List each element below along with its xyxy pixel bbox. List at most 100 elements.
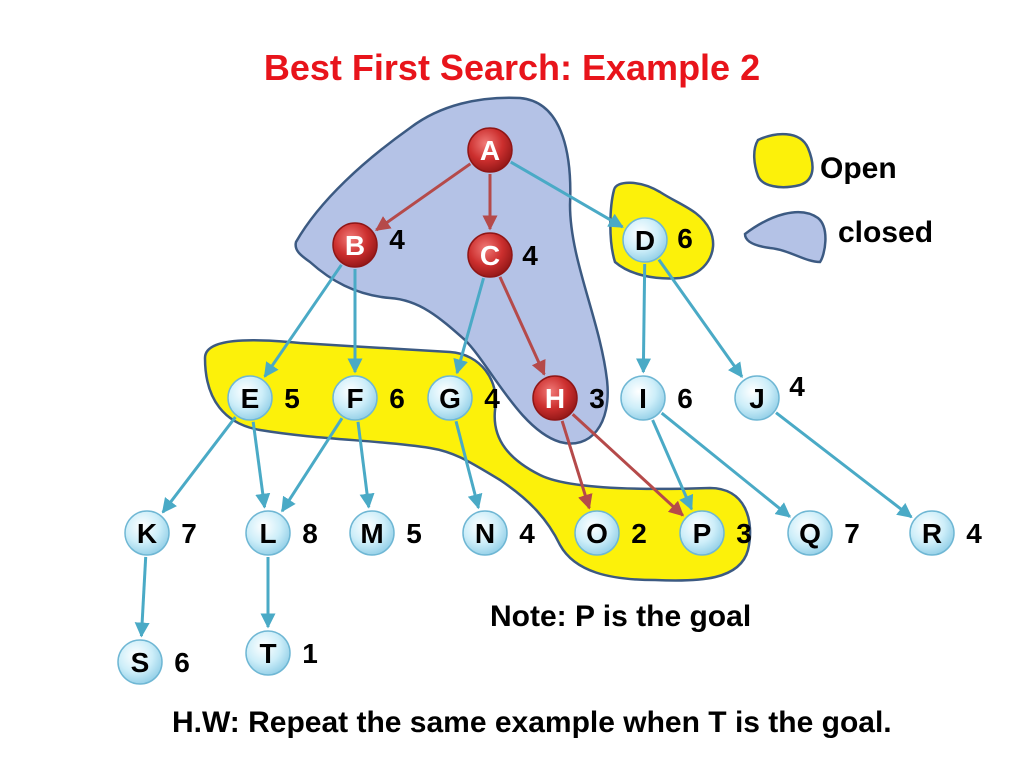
edge-d-j xyxy=(657,258,744,379)
node-label-s: S xyxy=(131,647,150,678)
node-h-value-k: 7 xyxy=(181,518,197,549)
node-label-h: H xyxy=(545,383,565,414)
homework-note: H.W: Repeat the same example when T is t… xyxy=(172,706,892,739)
node-h-value-m: 5 xyxy=(406,518,422,549)
edge-j-r xyxy=(775,411,913,519)
legend-closed-label: closed xyxy=(838,216,933,249)
node-label-r: R xyxy=(922,518,942,549)
goal-note: Note: P is the goal xyxy=(490,600,751,633)
node-h-value-e: 5 xyxy=(284,383,300,414)
node-label-m: M xyxy=(360,518,383,549)
node-label-g: G xyxy=(439,383,461,414)
node-circle-e xyxy=(227,375,273,421)
node-circle-h xyxy=(532,375,578,421)
node-label-n: N xyxy=(475,518,495,549)
edge-i-p xyxy=(651,419,694,511)
legend-open-label: Open xyxy=(820,152,897,185)
node-h-value-s: 6 xyxy=(174,647,190,678)
node-h-value-g: 4 xyxy=(484,383,500,414)
node-label-t: T xyxy=(259,638,276,669)
node-h-value-n: 4 xyxy=(519,518,535,549)
edge-e-l xyxy=(251,421,271,509)
edge-a-b xyxy=(375,162,472,232)
edge-b-e xyxy=(263,263,343,378)
node-h-value-f: 6 xyxy=(389,383,405,414)
node-h-value-b: 4 xyxy=(389,224,405,255)
node-circle-q xyxy=(787,510,833,556)
legend-closed-swatch xyxy=(743,210,827,264)
edge-e-k xyxy=(161,416,237,514)
node-circle-g xyxy=(427,375,473,421)
node-label-o: O xyxy=(586,518,608,549)
node-circle-t xyxy=(245,630,291,676)
edge-h-p xyxy=(571,413,684,517)
node-h-value-i: 6 xyxy=(677,383,693,414)
node-h-value-o: 2 xyxy=(631,518,647,549)
node-label-e: E xyxy=(241,383,260,414)
edge-h-o xyxy=(560,420,593,510)
node-h-value-p: 3 xyxy=(736,518,752,549)
node-a: A xyxy=(467,127,513,173)
node-label-l: L xyxy=(259,518,276,549)
node-label-c: C xyxy=(480,240,500,271)
edge-a-d xyxy=(510,160,624,229)
edge-f-m xyxy=(356,421,375,509)
node-h-value-l: 8 xyxy=(302,518,318,549)
node-h-value-r: 4 xyxy=(966,518,982,549)
node-label-i: I xyxy=(639,383,647,414)
node-label-q: Q xyxy=(799,518,821,549)
node-circle-o xyxy=(574,510,620,556)
node-label-p: P xyxy=(693,518,712,549)
closed-region xyxy=(294,96,609,445)
node-circle-r xyxy=(909,510,955,556)
node-h-value-j: 4 xyxy=(789,371,805,402)
edge-c-h xyxy=(498,276,546,376)
edge-f-l xyxy=(280,417,344,513)
edge-c-g xyxy=(453,277,485,375)
node-circle-c xyxy=(467,232,513,278)
node-circle-l xyxy=(245,510,291,556)
node-circle-n xyxy=(462,510,508,556)
node-label-a: A xyxy=(480,135,500,166)
node-label-j: J xyxy=(749,383,765,414)
edge-k-s xyxy=(134,556,150,638)
edges-layer xyxy=(134,160,913,638)
node-circle-p xyxy=(679,510,725,556)
node-h-value-c: 4 xyxy=(522,240,538,271)
legend-open-swatch xyxy=(753,133,814,189)
node-circle-s xyxy=(117,639,163,685)
node-label-k: K xyxy=(137,518,157,549)
edge-d-i xyxy=(636,263,651,374)
node-h-value-t: 1 xyxy=(302,638,318,669)
slide-title: Best First Search: Example 2 xyxy=(264,47,760,88)
node-h-value-d: 6 xyxy=(677,223,693,254)
node-circle-a xyxy=(467,127,513,173)
edge-i-q xyxy=(660,411,791,518)
node-circle-m xyxy=(349,510,395,556)
node-circle-b xyxy=(332,222,378,268)
node-label-f: F xyxy=(346,383,363,414)
node-circle-k xyxy=(124,510,170,556)
node-label-b: B xyxy=(345,230,365,261)
node-h-value-q: 7 xyxy=(844,518,860,549)
node-circle-d xyxy=(622,217,668,263)
edge-g-n xyxy=(454,420,483,510)
